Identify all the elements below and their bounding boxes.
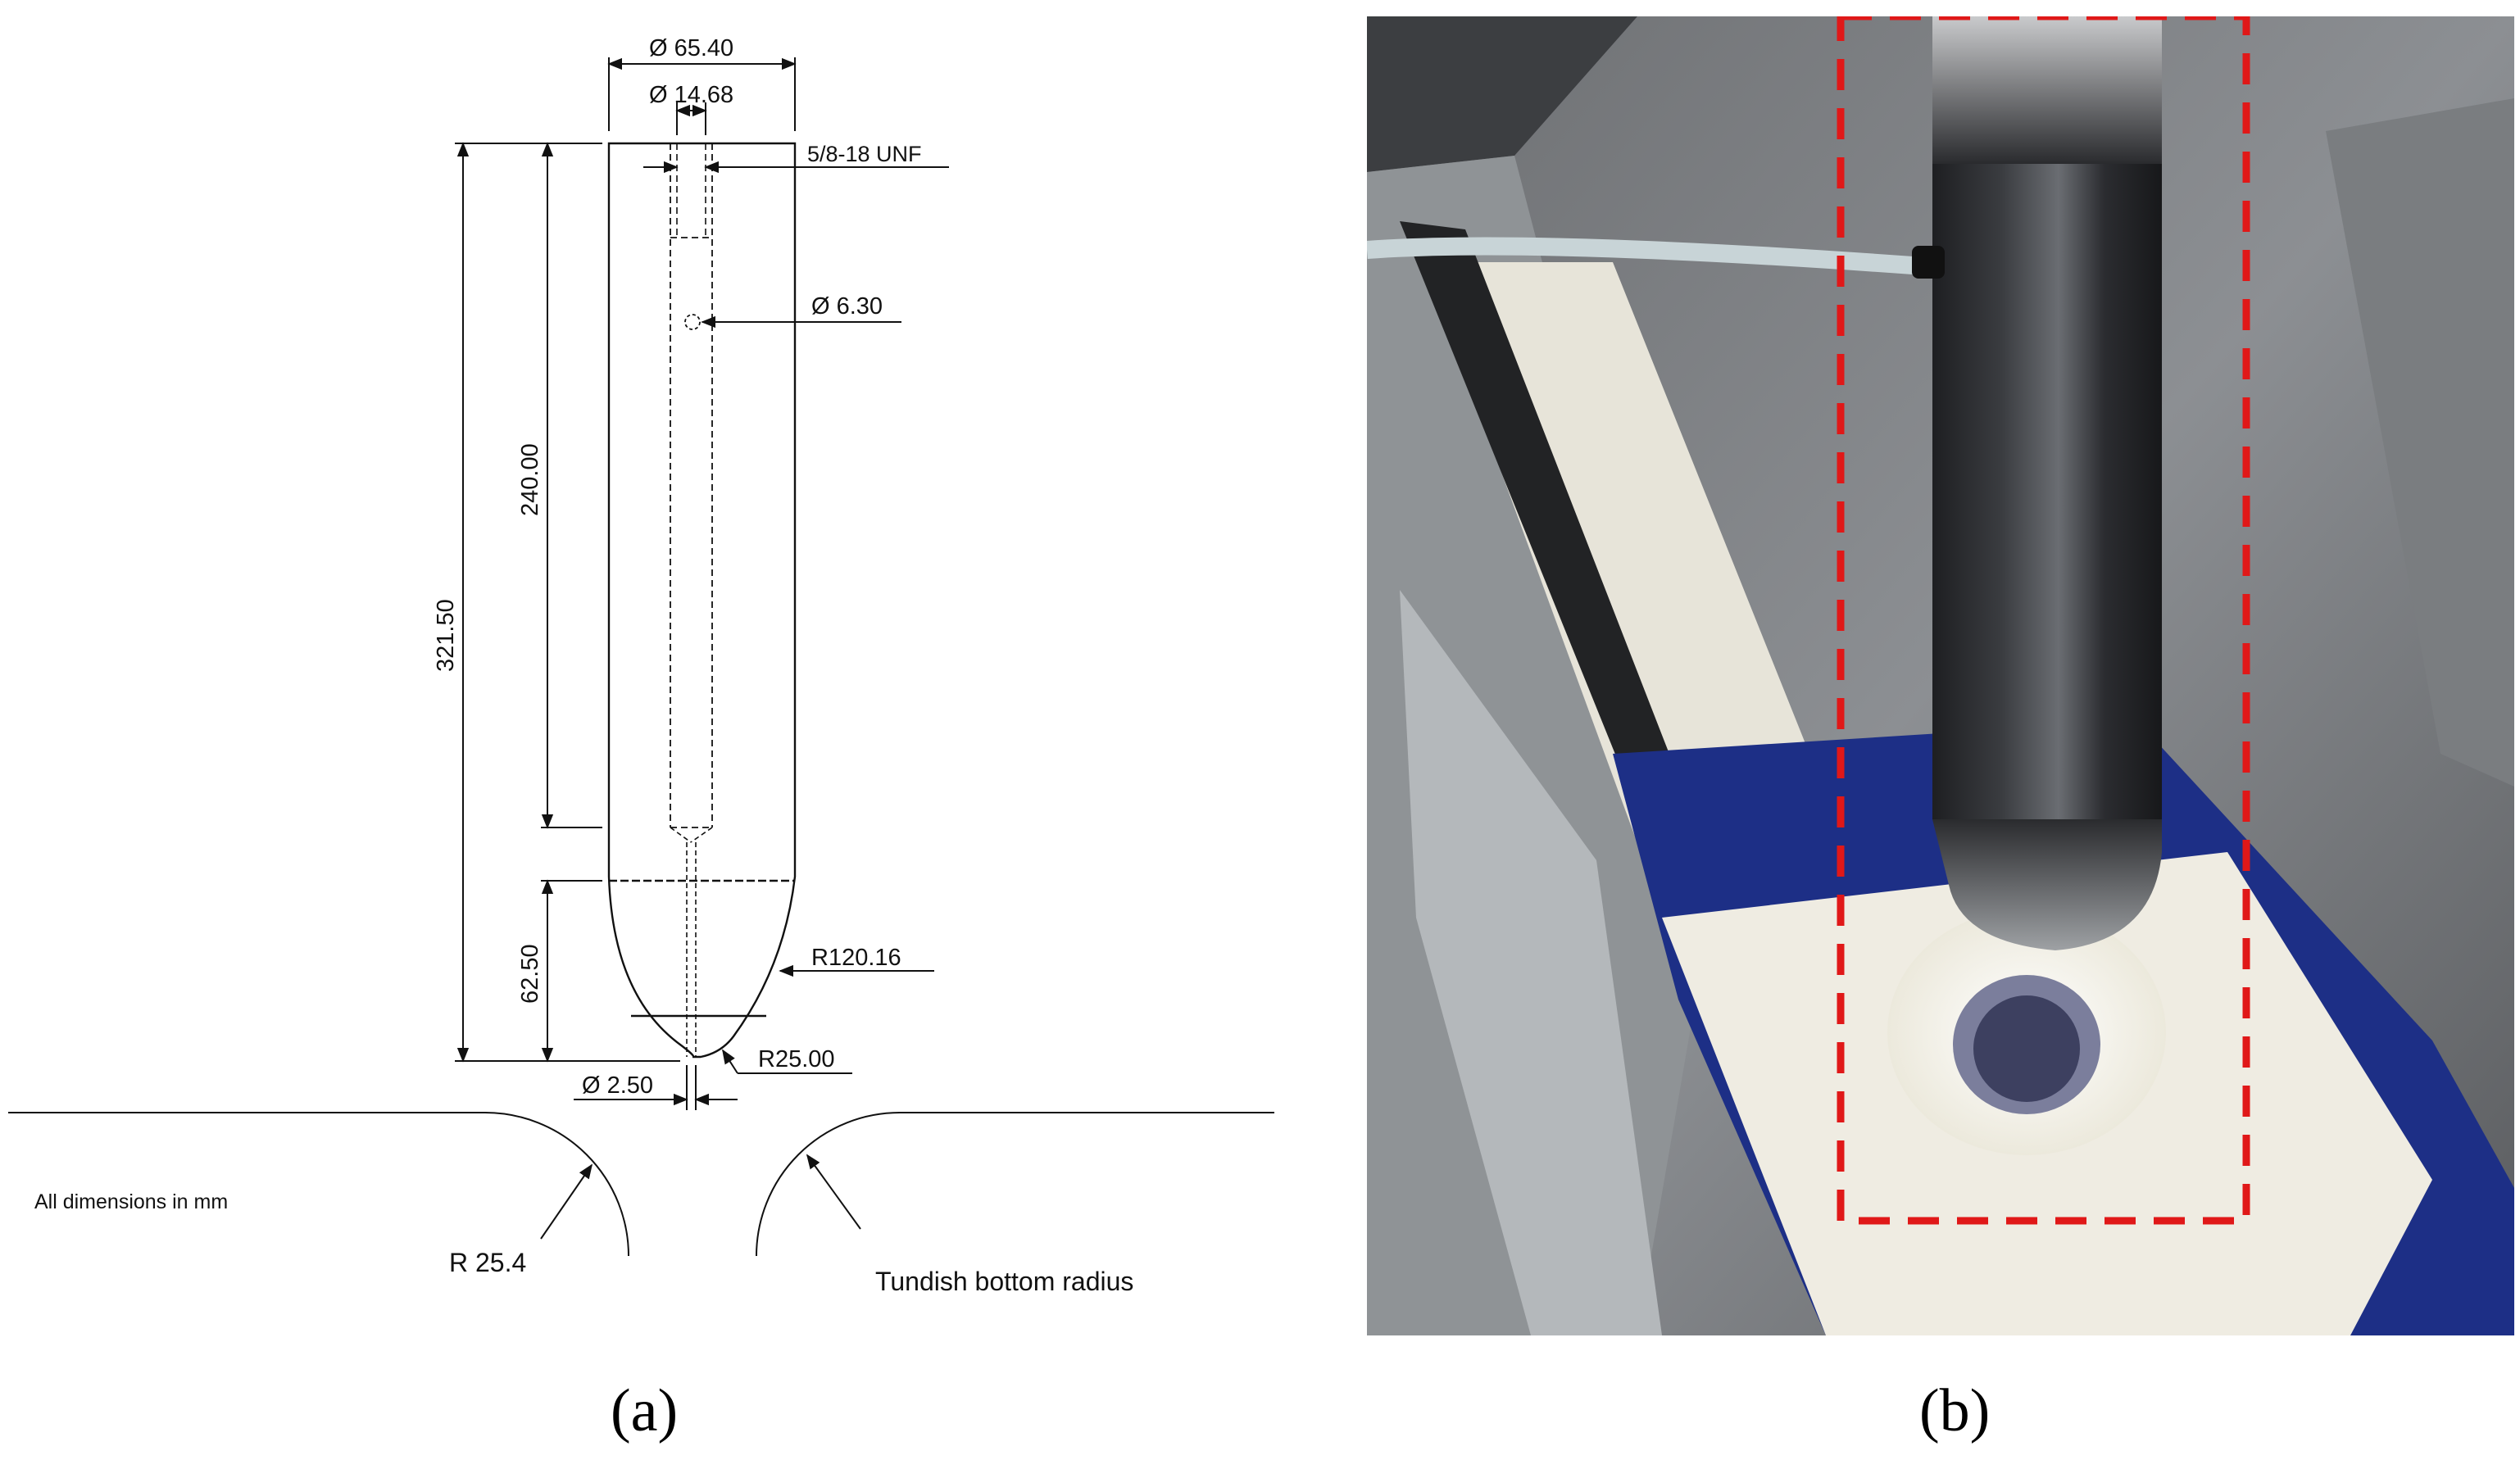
dim-bore-diameter: Ø 14.68 bbox=[649, 82, 733, 108]
rod-outline bbox=[607, 142, 797, 1059]
stopper-rod-photo bbox=[1367, 16, 2514, 1335]
left-radius-label: R 25.4 bbox=[449, 1248, 526, 1277]
caption-b: (b) bbox=[1919, 1377, 1991, 1444]
dim-hole-diameter: Ø 6.30 bbox=[811, 293, 883, 320]
caption-a: (a) bbox=[611, 1377, 679, 1444]
dim-tip-diameter: Ø 2.50 bbox=[582, 1072, 653, 1099]
dim-total-length: 321.50 bbox=[433, 599, 459, 672]
highlight-box bbox=[1837, 16, 2250, 1225]
stopper-rod-drawing: Ø 65.40 Ø 14.68 5/8-18 UNF Ø 6.30 321.50… bbox=[8, 35, 1274, 1296]
dim-outer-diameter: Ø 65.40 bbox=[649, 35, 733, 61]
dim-bore-depth: 240.00 bbox=[517, 443, 543, 516]
dim-thread: 5/8-18 UNF bbox=[807, 142, 922, 166]
dim-nose-length: 62.50 bbox=[517, 944, 543, 1004]
dim-nose-radius: R120.16 bbox=[811, 945, 901, 971]
dimensions-note: All dimensions in mm bbox=[34, 1190, 228, 1213]
tundish-radius-label: Tundish bottom radius bbox=[875, 1267, 1133, 1296]
dim-tip-radius: R25.00 bbox=[758, 1046, 835, 1072]
